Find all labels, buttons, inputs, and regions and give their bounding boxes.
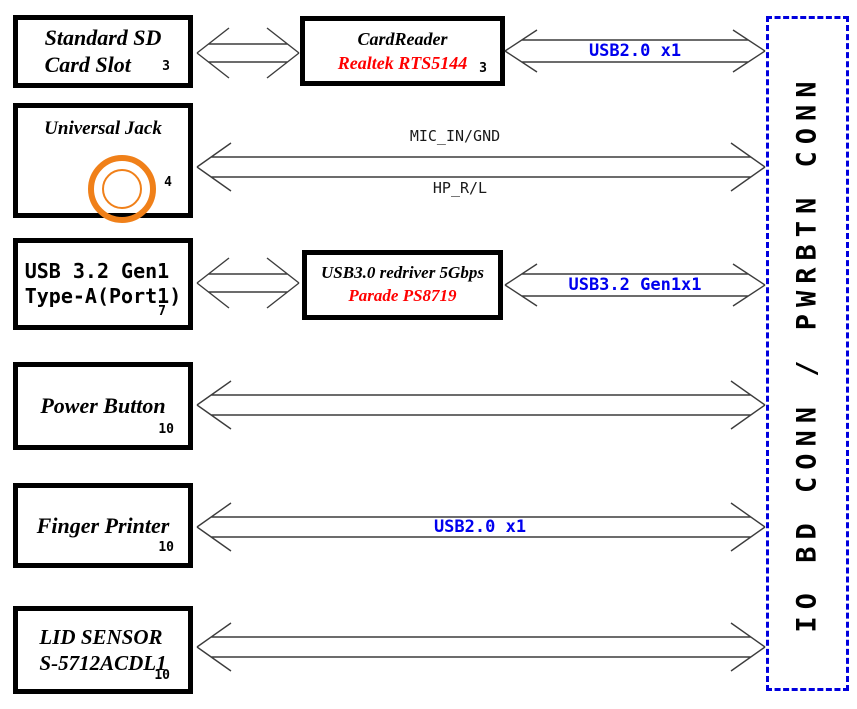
page-number: 10 xyxy=(158,422,174,437)
chip-title: CardReader xyxy=(357,28,448,49)
audio-jack-inner-ring xyxy=(102,169,142,209)
arrow-redriver-to-ioconn xyxy=(504,263,766,307)
arrow-cardreader-to-ioconn xyxy=(504,29,766,73)
page-number: 4 xyxy=(164,175,172,190)
arrow-lidsensor-to-ioconn xyxy=(196,622,766,672)
box-label-line: Standard SD xyxy=(44,25,162,51)
box-cardreader-chip: CardReader Realtek RTS5144 3 xyxy=(300,16,505,86)
box-label-line: Type-A(Port1) xyxy=(24,284,182,308)
box-finger-printer: Finger Printer 10 xyxy=(13,483,193,568)
chip-part-number: Realtek RTS5144 xyxy=(337,53,468,73)
page-number: 7 xyxy=(158,304,166,319)
bus-label-usb2-finger: USB2.0 x1 xyxy=(433,517,527,537)
bus-label-usb32-gen1x1: USB3.2 Gen1x1 xyxy=(568,275,702,295)
page-number: 10 xyxy=(158,540,174,555)
box-universal-jack: Universal Jack 4 xyxy=(13,103,193,223)
arrow-powerbutton-to-ioconn xyxy=(196,380,766,430)
box-label-line: Universal Jack xyxy=(44,118,162,139)
box-lid-sensor: LID SENSOR S-5712ACDL1 10 xyxy=(13,606,193,694)
box-usb32-gen1-port: USB 3.2 Gen1 Type-A(Port1) 7 xyxy=(13,238,193,330)
signal-label-hp-r-l: HP_R/L xyxy=(432,179,488,197)
box-label-line: Card Slot xyxy=(44,51,131,77)
page-number: 3 xyxy=(162,59,170,74)
io-board-connector-label: IO BD CONN / PWRBTN CONN xyxy=(792,74,824,633)
chip-part-number: Parade PS8719 xyxy=(348,286,457,305)
signal-label-mic-in-gnd: MIC_IN/GND xyxy=(409,127,501,145)
io-board-connector: IO BD CONN / PWRBTN CONN xyxy=(766,16,849,691)
box-label-line: S-5712ACDL1 xyxy=(39,651,167,675)
arrow-fingerprinter-to-ioconn xyxy=(196,502,766,552)
box-label-line: Finger Printer xyxy=(36,512,170,538)
box-label-line: LID SENSOR xyxy=(39,624,163,649)
box-standard-sd-card-slot: Standard SD Card Slot 3 xyxy=(13,15,193,88)
page-number: 10 xyxy=(154,668,170,683)
box-usb3-redriver-chip: USB3.0 redriver 5Gbps Parade PS8719 xyxy=(302,250,503,320)
arrow-jack-to-ioconn xyxy=(196,142,766,192)
audio-jack-icon xyxy=(88,155,156,223)
page-number: 3 xyxy=(479,61,487,76)
bus-label-usb2-cardreader: USB2.0 x1 xyxy=(588,41,682,61)
chip-title: USB3.0 redriver 5Gbps xyxy=(321,263,484,283)
box-label-line: USB 3.2 Gen1 xyxy=(24,259,170,283)
arrow-usbport-to-redriver xyxy=(196,257,300,309)
box-label-line: Power Button xyxy=(40,393,166,418)
box-power-button: Power Button 10 xyxy=(13,362,193,450)
arrow-sd-to-cardreader xyxy=(196,27,300,79)
